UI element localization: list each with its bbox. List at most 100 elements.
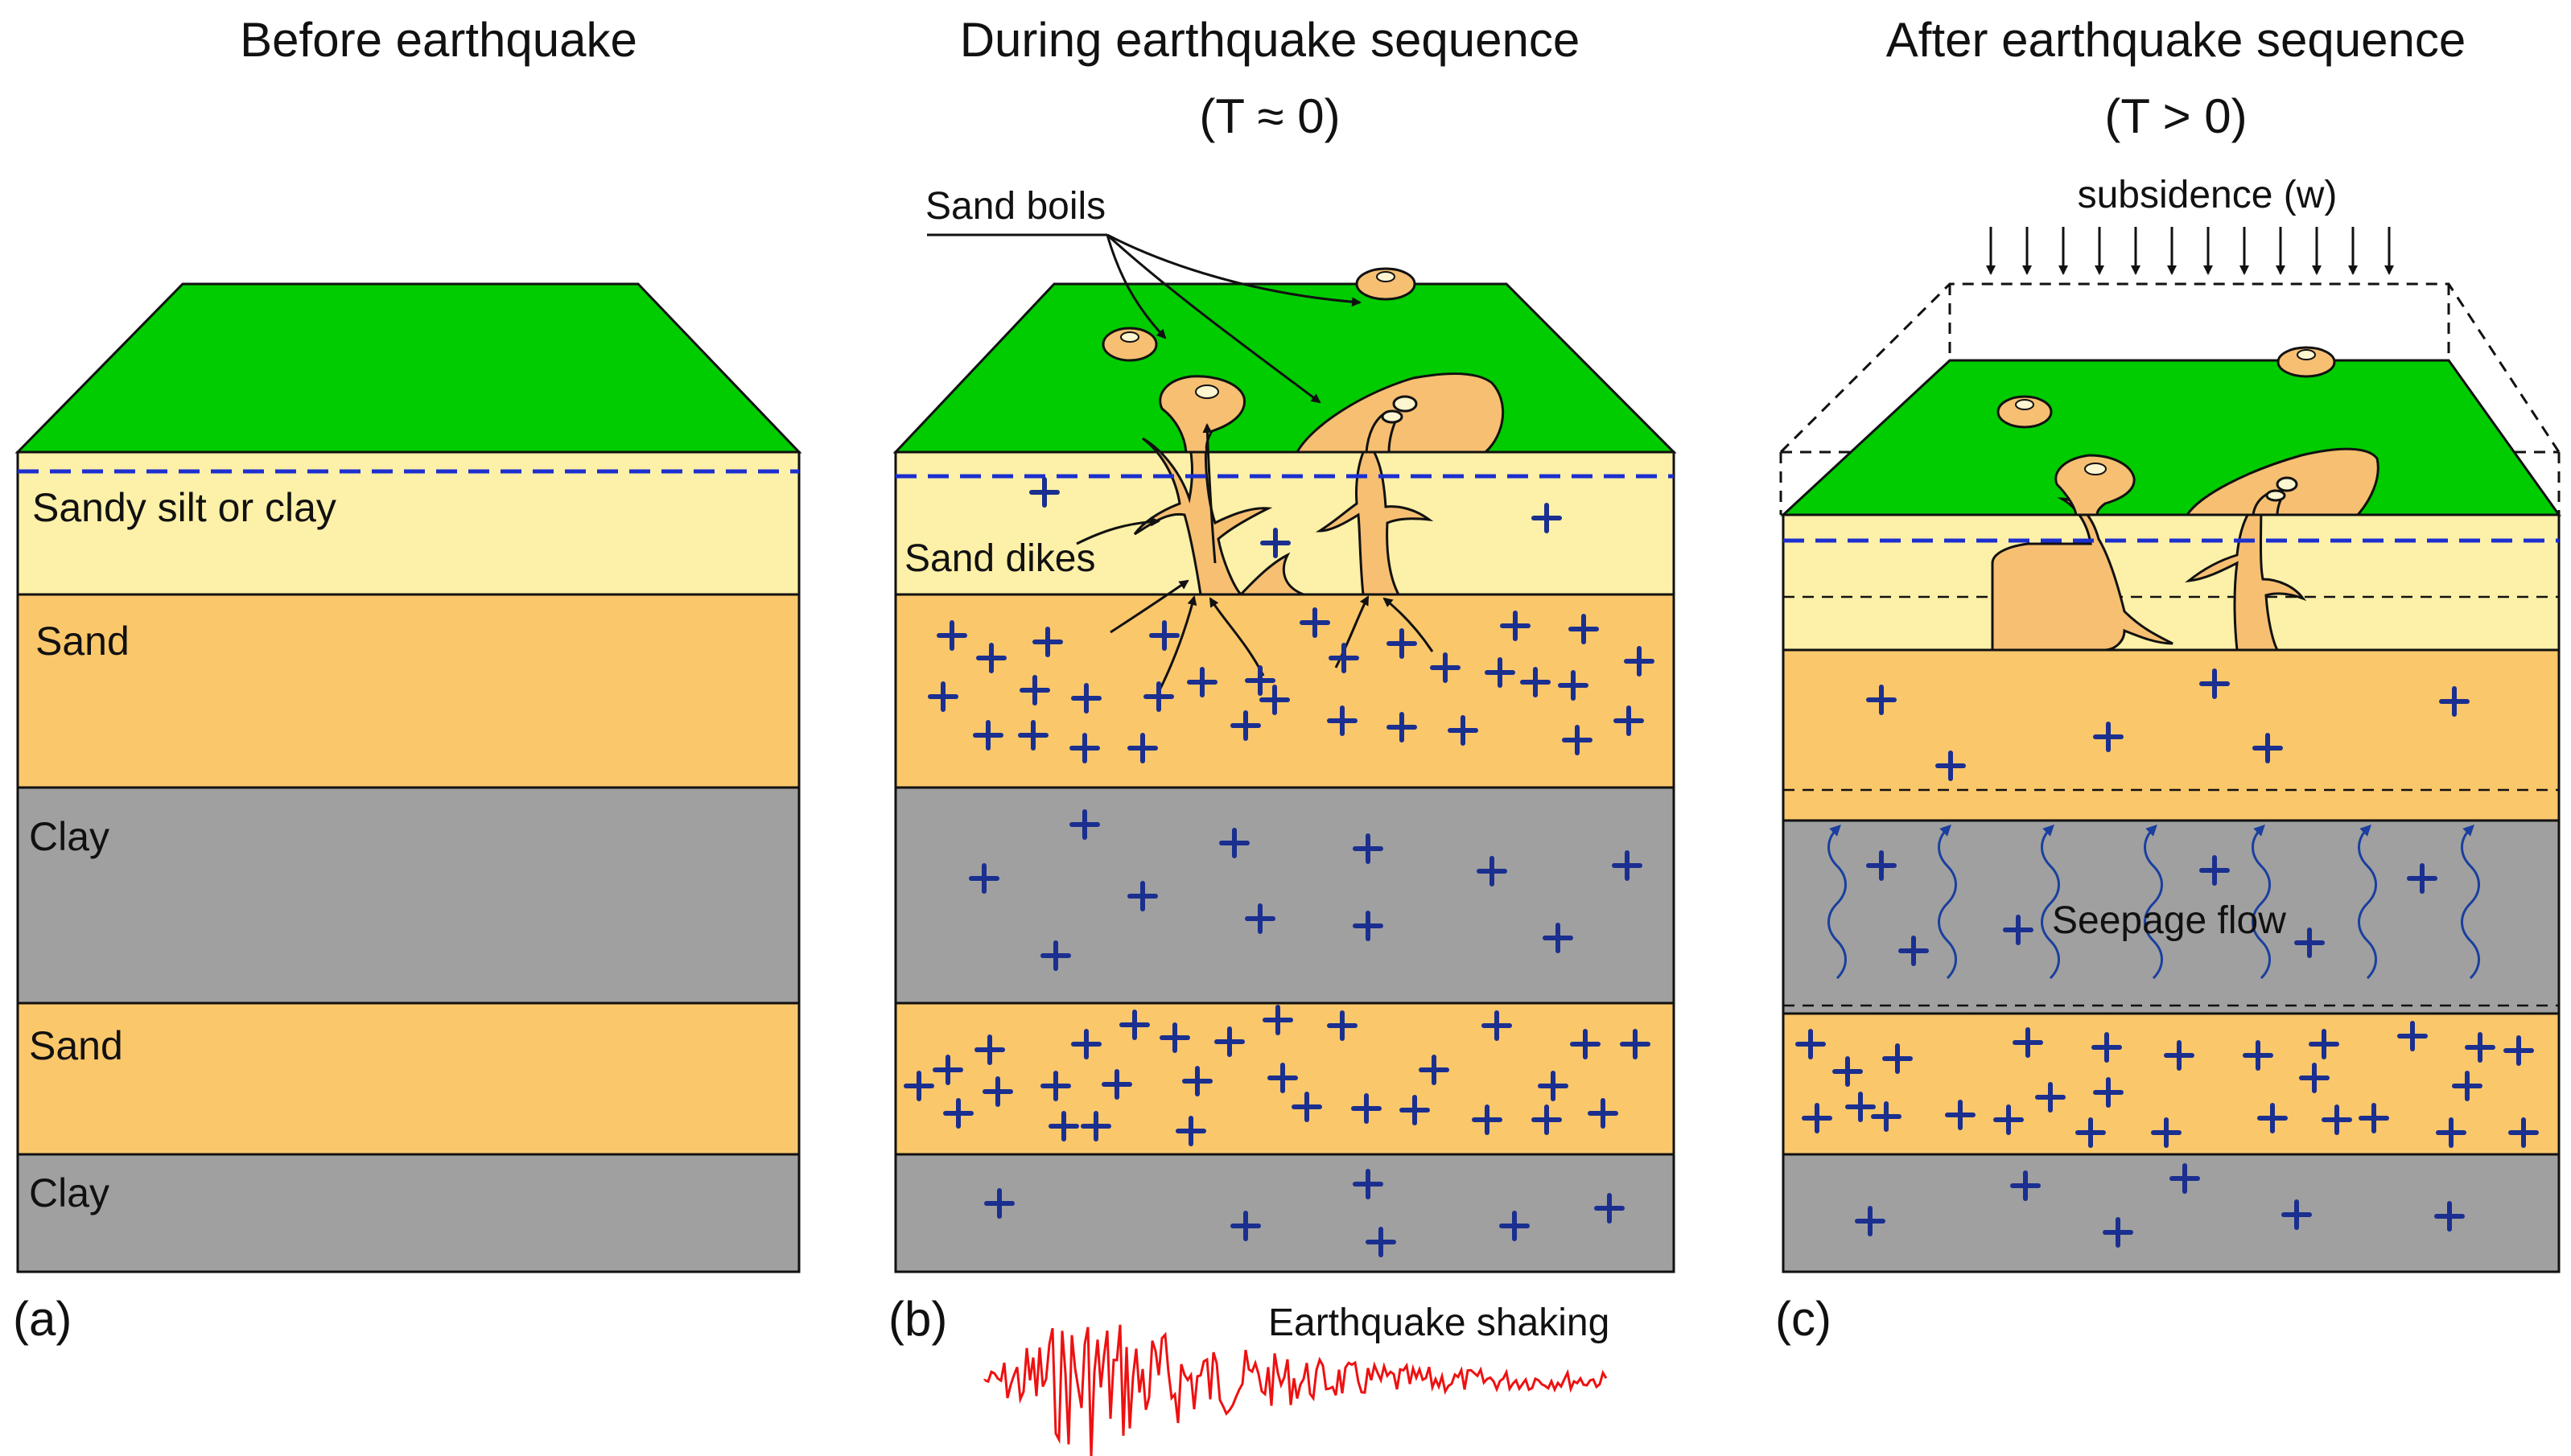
pore-pressure-plus-icon [1562, 725, 1592, 755]
surface-top-c [1780, 359, 2561, 516]
pore-pressure-plus-icon [1018, 720, 1049, 751]
pore-pressure-plus-icon [1612, 850, 1642, 881]
pore-pressure-plus-icon [2199, 668, 2230, 699]
seepage-arrow-icon [2144, 825, 2163, 980]
pore-pressure-plus-icon [1187, 667, 1218, 697]
pore-pressure-plus-icon [1399, 1095, 1430, 1125]
pore-pressure-plus-icon [1832, 1056, 1863, 1087]
pore-pressure-plus-icon [1882, 1043, 1913, 1074]
pore-pressure-plus-icon [2035, 1082, 2066, 1113]
pore-pressure-plus-icon [1871, 1101, 1901, 1132]
pore-pressure-plus-icon [1620, 1029, 1650, 1059]
soil-column-a [16, 450, 801, 1273]
pore-pressure-plus-icon [1069, 733, 1100, 763]
seepage-arrow-icon [2461, 825, 2480, 980]
pore-pressure-plus-icon [1802, 1103, 1832, 1133]
pore-pressure-plus-icon [2103, 1217, 2133, 1248]
pore-pressure-plus-icon [1386, 628, 1417, 659]
callout-sand-boils-leaders [927, 233, 1362, 404]
pore-pressure-plus-icon [1029, 477, 1060, 508]
panel-letter-a: (a) [13, 1292, 72, 1346]
pore-pressure-plus-icon [1448, 715, 1478, 746]
pore-pressure-plus-icon [1945, 1100, 1976, 1130]
pore-pressure-plus-icon [1558, 670, 1588, 701]
pore-pressure-plus-icon [1071, 683, 1102, 714]
pore-pressure-plus-icon [2252, 733, 2283, 763]
pore-pressure-plus-icon [1520, 667, 1551, 697]
pore-pressure-plus-icon [1127, 881, 1158, 911]
pore-pressure-plus-icon [1866, 850, 1897, 881]
pore-pressure-plus-icon [2164, 1040, 2194, 1071]
sand-boil-vent-left-b [1159, 375, 1246, 454]
pore-pressure-plus-icon [1049, 1111, 1079, 1141]
layer-label-clay-1: Clay [29, 814, 109, 859]
pore-pressure-plus-icon [1119, 1010, 1150, 1040]
pore-pressure-plus-icon [1327, 705, 1358, 736]
pore-pressure-plus-icon [1069, 809, 1100, 840]
panel-c-title-line2: (T > 0) [2104, 89, 2247, 143]
seepage-arrow-icon [2358, 825, 2377, 980]
pore-pressure-plus-icon [2359, 1103, 2389, 1133]
pore-pressure-plus-icon [1386, 712, 1417, 742]
pore-pressure-plus-icon [2407, 863, 2437, 894]
pore-pressure-plus-icon [1102, 1069, 1132, 1100]
pore-pressure-plus-icon [2439, 686, 2470, 717]
pore-pressure-plus-icon [1259, 685, 1290, 715]
pore-pressure-plus-icon [969, 863, 999, 894]
pore-pressure-plus-icon [1327, 1010, 1358, 1041]
pore-pressure-plus-icon [983, 1076, 1013, 1107]
pore-pressure-plus-icon [973, 720, 1003, 751]
panel-letter-c: (c) [1775, 1292, 1831, 1346]
seepage-arrow-icon [1938, 825, 1957, 980]
pore-pressure-plus-icon [1845, 1092, 1876, 1122]
pore-pressure-plus-icon [1219, 828, 1250, 858]
pore-pressure-plus-icon [1143, 681, 1174, 712]
sand-boil-vent-c [2252, 476, 2298, 516]
pore-pressure-plus-icon [2091, 1032, 2122, 1063]
sand-boil-small-2 [1355, 267, 1416, 301]
layer-label-sand-1: Sand [35, 619, 130, 664]
pore-pressure-plus-icon [1353, 1169, 1383, 1199]
pore-pressure-plus-icon [1353, 833, 1383, 864]
pore-pressure-plus-icon [1245, 665, 1275, 696]
sand-boil-small-1 [1102, 327, 1158, 362]
surface-top-b [892, 282, 1677, 454]
original-layer-boundaries-c [1783, 595, 2559, 1007]
pore-pressure-plus-icon [1214, 1026, 1245, 1057]
pore-pressure-plus-icon [1260, 528, 1291, 558]
pore-pressure-plus-icon [1182, 1066, 1213, 1096]
sand-boil-small-c2 [2276, 346, 2336, 378]
pore-pressure-plus-icon [1543, 923, 1573, 953]
pore-pressure-plus-icon [1481, 1010, 1512, 1041]
callout-seepage-flow: Seepage flow [2052, 899, 2286, 942]
pore-pressure-plus-icon [1071, 1029, 1102, 1059]
pore-pressure-plus-icon [2503, 1035, 2534, 1066]
pore-pressure-plus-icon [1624, 646, 1654, 677]
sand-boil-vent-left-c [2054, 454, 2136, 516]
seepage-arrow-icon [1827, 825, 1847, 980]
panel-b-title-line2: (T ≈ 0) [1199, 89, 1340, 143]
pore-pressure-plus-icon [984, 1188, 1015, 1219]
layer-label-clay-2: Clay [29, 1170, 109, 1215]
pore-pressure-plus-icon [1419, 1055, 1449, 1085]
pore-pressure-plus-icon [1300, 607, 1330, 638]
pore-pressure-plus-icon [943, 1098, 974, 1129]
flow-arrows-b [1110, 423, 1434, 693]
pore-pressure-plus-icon [2322, 1104, 2352, 1135]
pore-pressure-plus-icon [1160, 1022, 1190, 1053]
pore-pressure-plus-icon [1032, 627, 1063, 657]
pore-pressure-plus-icon [1267, 1063, 1298, 1093]
pore-pressure-plus-icon [1245, 903, 1275, 934]
pore-pressure-plus-icon [1613, 705, 1644, 736]
pore-pressure-plus-group-c [1795, 668, 2539, 1248]
pore-pressure-plus-icon [1485, 657, 1515, 688]
pore-pressure-plus-icon [2169, 1163, 2200, 1194]
pore-pressure-plus-icon [2013, 1027, 2043, 1058]
pore-pressure-plus-icon [2309, 1029, 2339, 1059]
pore-pressure-plus-icon [1230, 710, 1261, 741]
layer-label-sandy-silt: Sandy silt or clay [32, 485, 336, 530]
pore-pressure-plus-icon [1292, 1092, 1322, 1122]
pore-pressure-plus-icon [1531, 1104, 1562, 1135]
callout-sand-boils: Sand boils [925, 185, 1106, 228]
panel-b: During earthquake sequence (T ≈ 0) [888, 13, 1677, 1456]
